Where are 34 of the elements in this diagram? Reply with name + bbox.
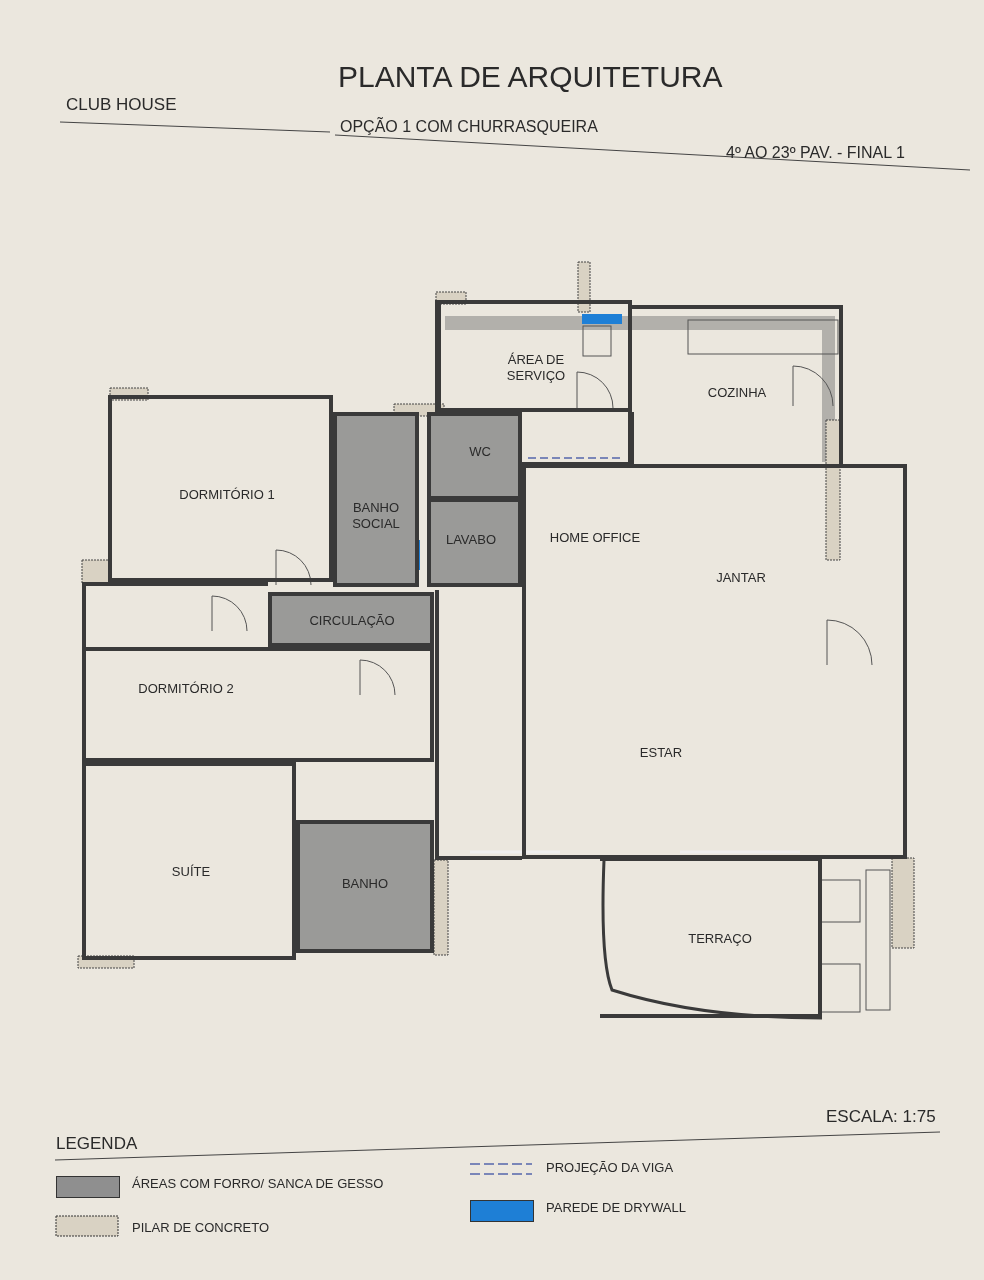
room-label: DORMITÓRIO 2 — [137, 681, 235, 698]
building-name: CLUB HOUSE — [66, 95, 177, 115]
room-label: SUÍTE — [170, 864, 212, 881]
floor-info: 4º AO 23º PAV. - FINAL 1 — [726, 144, 905, 162]
subtitle: OPÇÃO 1 COM CHURRASQUEIRA — [340, 118, 598, 136]
room-area — [82, 762, 296, 960]
room-label: WC — [468, 444, 492, 461]
bathroom-area — [333, 412, 419, 587]
room-label: TERRAÇO — [687, 931, 753, 948]
room-label: BANHO SOCIAL — [351, 500, 401, 533]
title: PLANTA DE ARQUITETURA — [338, 60, 723, 94]
legend-label: ÁREAS COM FORRO/ SANCA DE GESSO — [132, 1176, 384, 1191]
bathroom-area — [296, 820, 434, 953]
room-label: JANTAR — [715, 570, 767, 587]
hallway-area — [268, 592, 434, 647]
room-label: CIRCULAÇÃO — [308, 613, 396, 630]
room-label: BANHO — [340, 876, 390, 893]
room-label: HOME OFFICE — [548, 530, 642, 547]
room-label: DORMITÓRIO 1 — [178, 487, 276, 504]
room-label: COZINHA — [706, 385, 768, 402]
terrace-area — [600, 858, 822, 1018]
toilet-area — [427, 412, 522, 500]
washroom-area — [427, 498, 522, 587]
room-label: LAVABO — [444, 532, 498, 549]
scale-note: ESCALA: 1:75 — [826, 1107, 936, 1127]
legend-heading: LEGENDA — [56, 1134, 138, 1154]
room-area — [82, 647, 434, 762]
room-label: ESTAR — [638, 745, 684, 762]
living-area — [522, 464, 907, 859]
room-label: ÁREA DE SERVIÇO — [505, 352, 567, 385]
room-area — [108, 395, 333, 582]
legend-label: PAREDE DE DRYWALL — [546, 1200, 686, 1215]
legend-label: PROJEÇÃO DA VIGA — [546, 1160, 674, 1175]
legend-label: PILAR DE CONCRETO — [132, 1220, 269, 1235]
